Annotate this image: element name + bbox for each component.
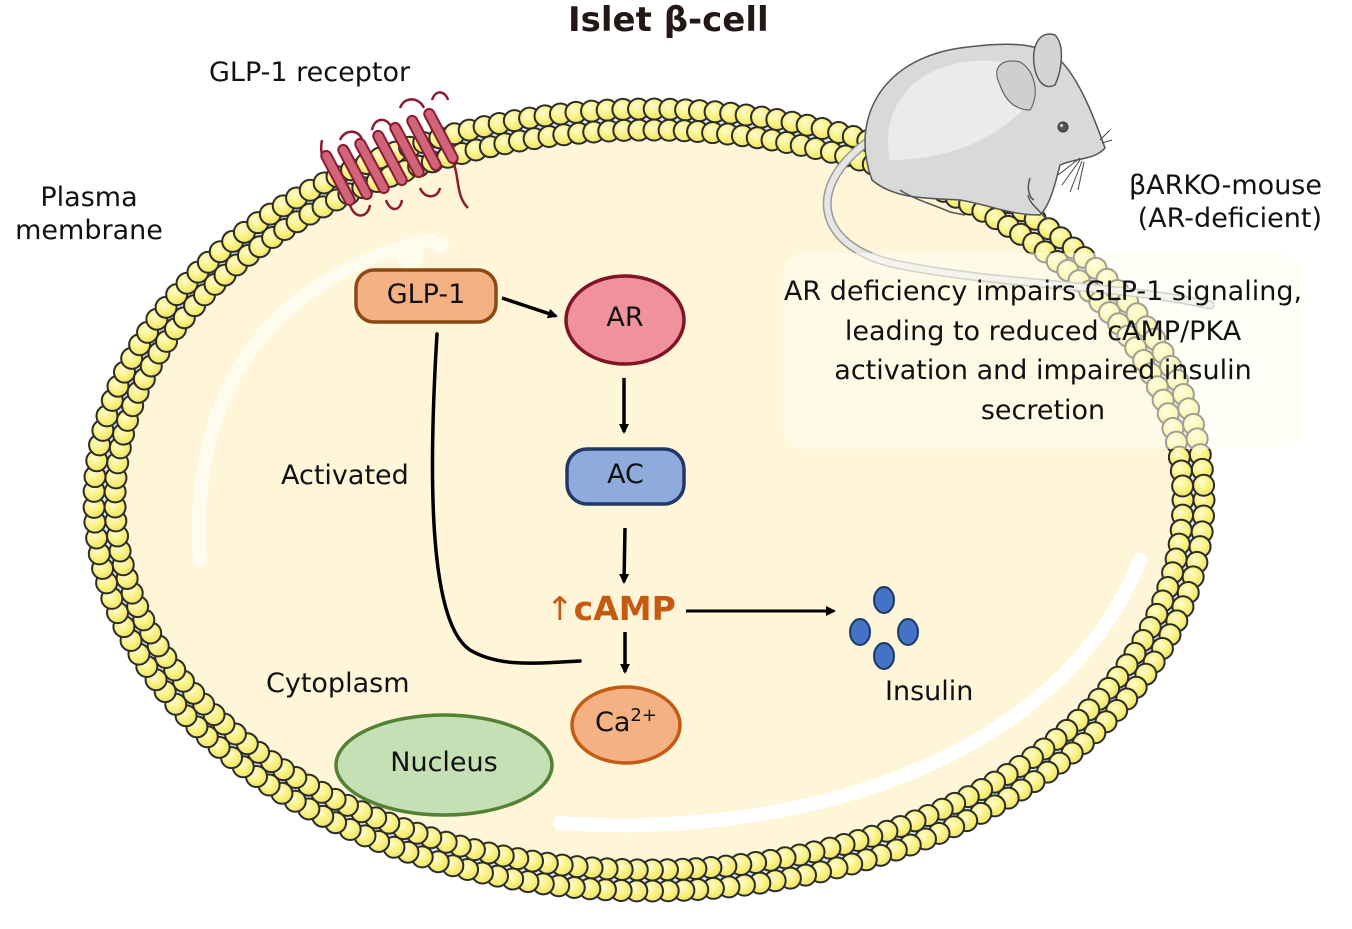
- highlight-dot: [396, 241, 424, 269]
- activation-line-glp1-to-ca: [430, 332, 582, 665]
- lipid-head: [1192, 473, 1216, 497]
- mouse-eye: [1057, 121, 1069, 133]
- lipid-head: [1171, 474, 1195, 498]
- receptor-helix: [337, 143, 373, 201]
- plasma-membrane-label-line2: membrane: [15, 215, 163, 246]
- mouse-ear: [1033, 33, 1063, 88]
- diagram-title: Islet β-cell: [568, 0, 769, 40]
- plasma-membrane-label-line1: Plasma: [40, 182, 138, 213]
- plasma-membrane-label: Plasma membrane: [0, 182, 178, 246]
- arrow-ac-to-camp: [619, 527, 630, 584]
- highlight-dot: [433, 238, 449, 254]
- ar-node-label: AR: [606, 302, 644, 333]
- glp1-node-label: GLP-1: [386, 279, 466, 310]
- ac-node-label: AC: [607, 459, 644, 490]
- note-box: [783, 253, 1303, 449]
- glp1-receptor-label: GLP-1 receptor: [209, 57, 411, 88]
- note-text: AR deficiency impairs GLP-1 signaling, l…: [783, 276, 1303, 426]
- ca-node-label: Ca2+: [572, 705, 680, 738]
- receptor-helix: [372, 129, 408, 187]
- mouse-label-line1: βARKO-mouse: [1128, 170, 1322, 201]
- insulin-granule: [897, 618, 919, 646]
- mouse-eye-glint: [1060, 124, 1063, 127]
- glp1-receptor-icon: [319, 91, 469, 217]
- camp-text: cAMP: [573, 589, 676, 628]
- receptor-helix: [354, 137, 390, 195]
- nucleus-label: Nucleus: [390, 747, 498, 778]
- glp1-node: [354, 268, 498, 324]
- mouse-ear-inner: [996, 60, 1036, 111]
- mouse-hind-paw: [899, 189, 966, 216]
- nucleus: [334, 713, 554, 817]
- insulin-granule: [873, 586, 895, 614]
- ar-node: [564, 274, 686, 366]
- ca-base: Ca: [595, 707, 631, 738]
- camp-label: ↑cAMP: [546, 589, 676, 628]
- receptor-helix: [406, 114, 442, 172]
- insulin-label: Insulin: [885, 676, 974, 707]
- mouse-body-highlight: [888, 60, 1035, 160]
- cytoplasm-label: Cytoplasm: [266, 668, 410, 699]
- cytoplasm-highlight: [192, 233, 437, 567]
- camp-up-arrow-icon: ↑: [546, 589, 574, 628]
- mouse-whiskers: [1057, 129, 1113, 193]
- receptor-helix: [320, 149, 356, 207]
- ca-charge: 2+: [630, 705, 657, 726]
- mouse-label-line2: (AR-deficient): [1137, 203, 1322, 234]
- insulin-granule: [873, 642, 895, 670]
- arrow-glp1-to-ar: [501, 296, 558, 319]
- ca-node: [570, 685, 682, 765]
- insulin-granules-icon: [849, 586, 919, 670]
- receptor-helix: [423, 107, 459, 165]
- mouse-front-paw: [1027, 177, 1050, 219]
- mouse-label: βARKO-mouse (AR-deficient): [1112, 170, 1322, 234]
- activated-label: Activated: [281, 460, 409, 491]
- cytoplasm-highlight-lower: [553, 553, 1147, 833]
- ac-node: [565, 447, 686, 506]
- insulin-granule: [849, 618, 871, 646]
- receptor-helix: [389, 121, 425, 179]
